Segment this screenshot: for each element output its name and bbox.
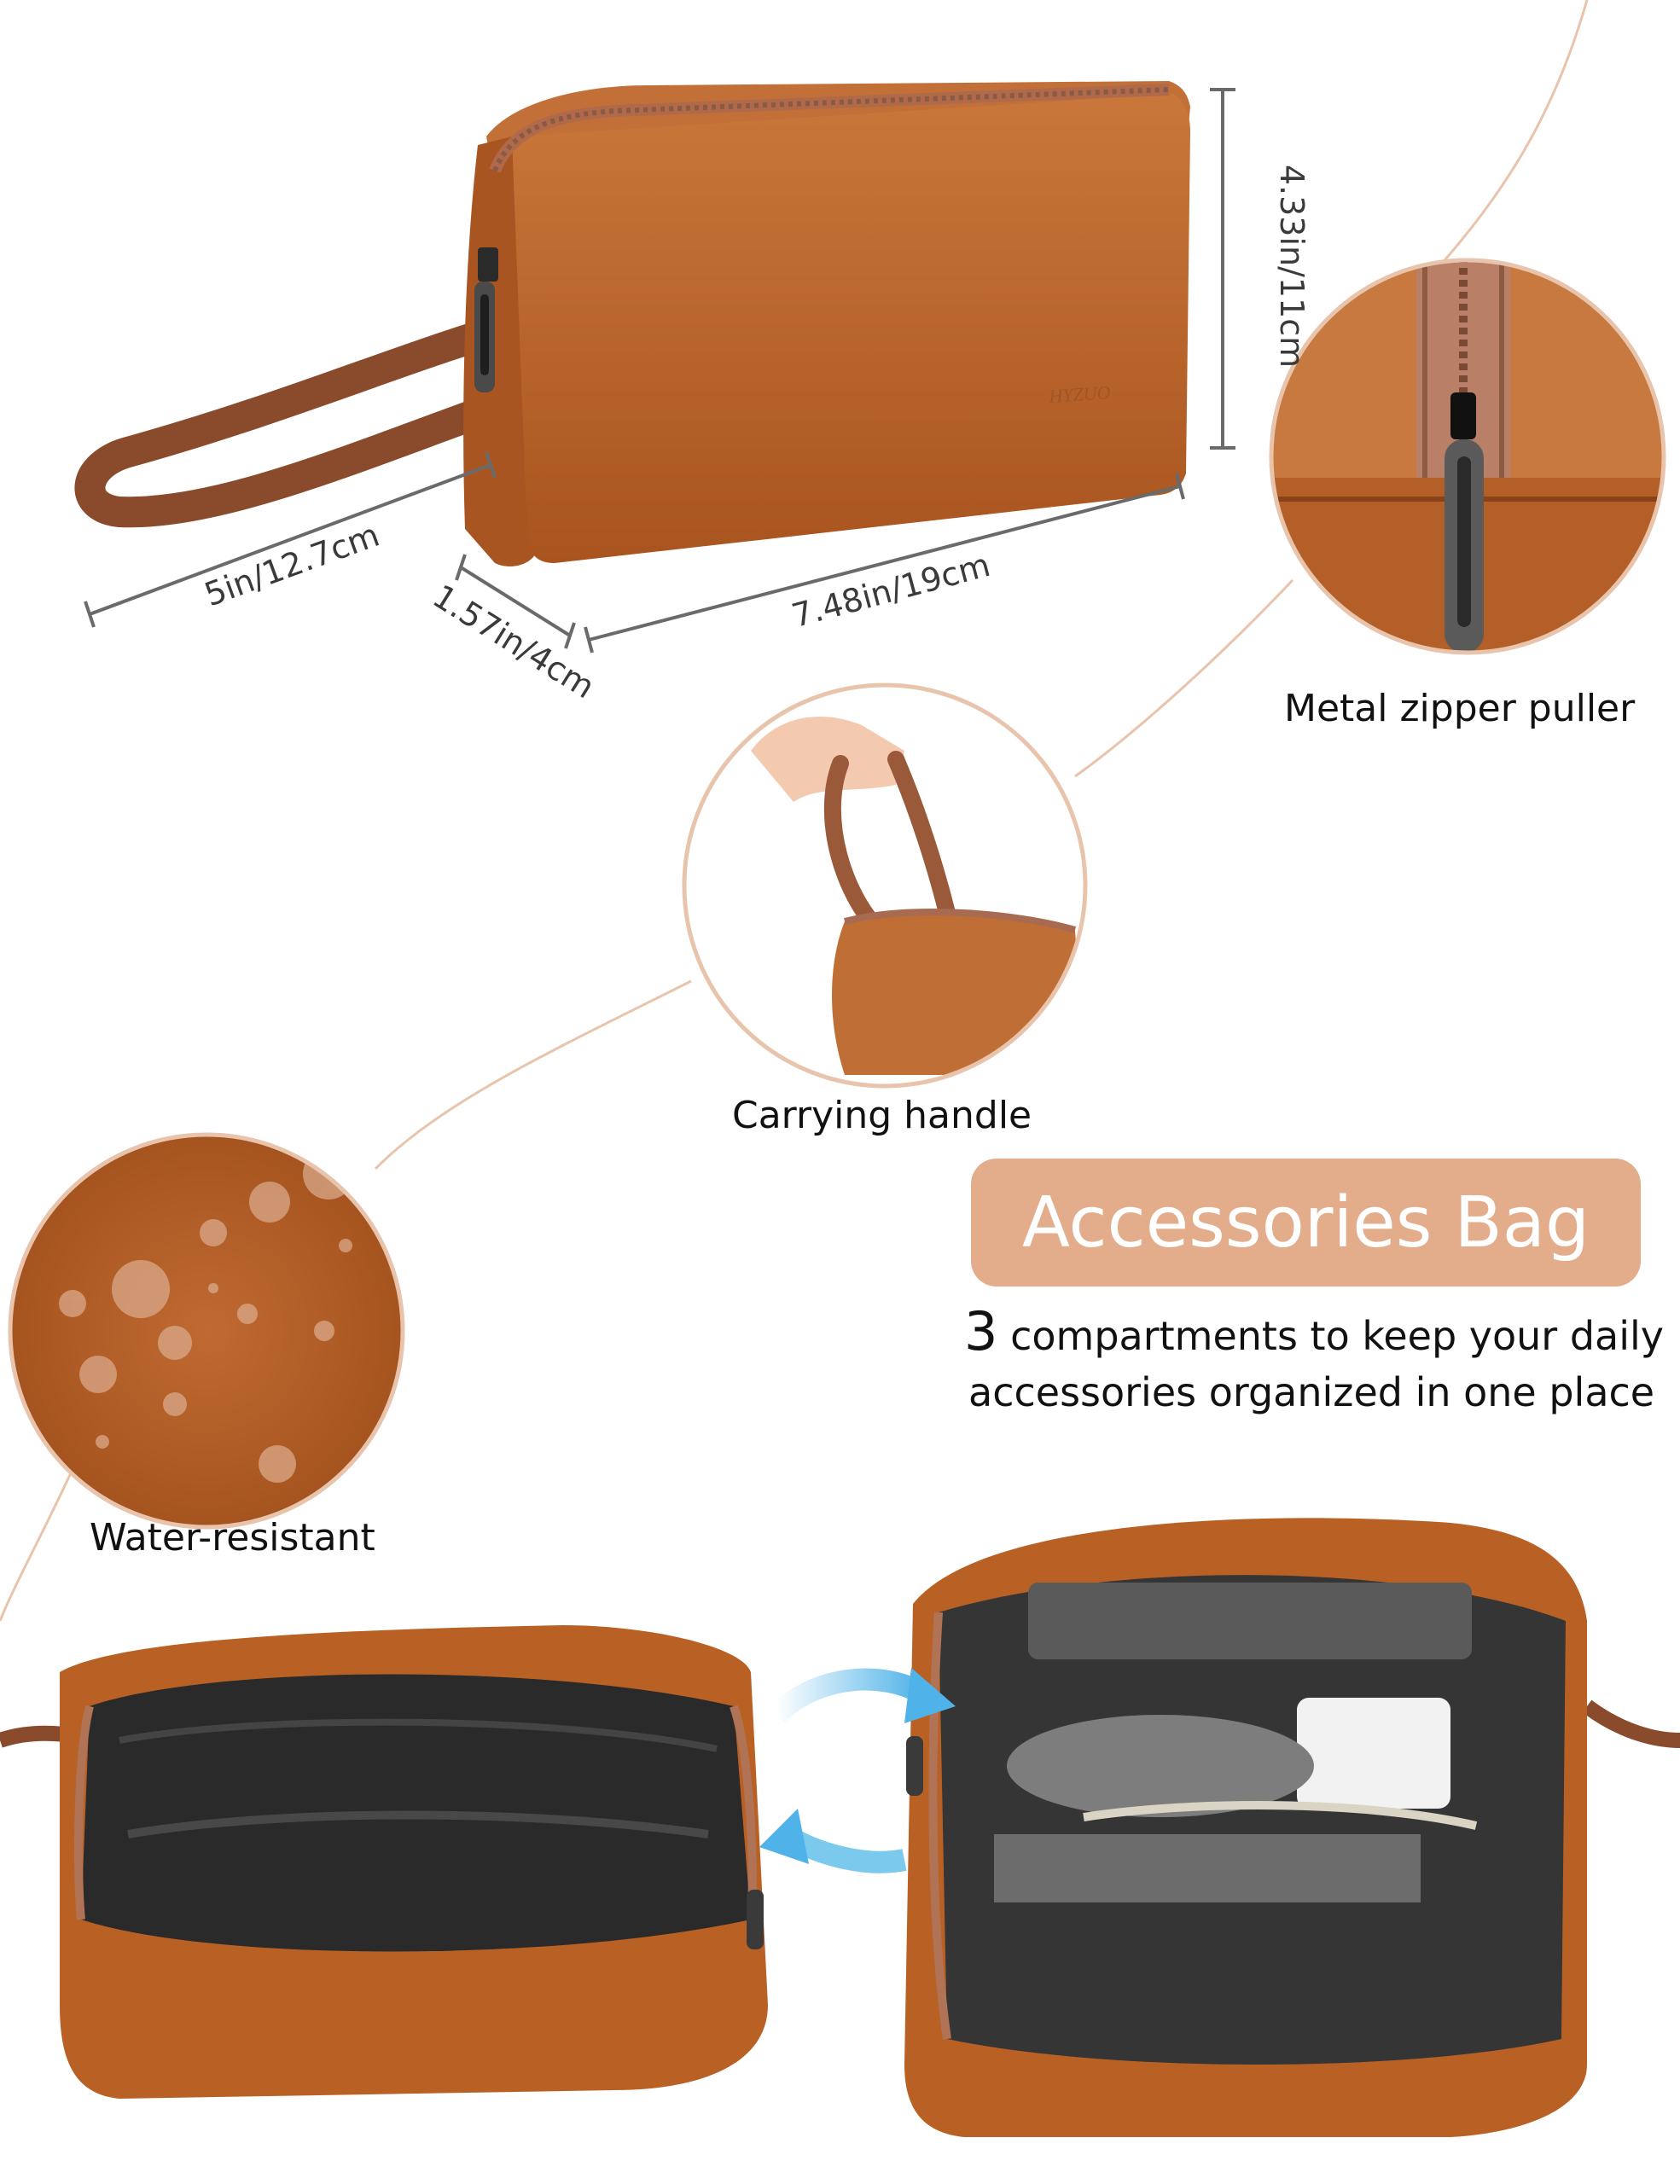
- swap-arrows-icon: [759, 1668, 956, 1873]
- zipper-feature-label: Metal zipper puller: [1284, 687, 1636, 730]
- description-line-1: compartments to keep your daily: [997, 1313, 1664, 1359]
- bag-side: [463, 136, 538, 566]
- connector-lines: [0, 0, 1589, 1622]
- water-closeup: [8, 1132, 405, 1530]
- zipper-pull-main: [474, 247, 498, 392]
- headline-description: 3 compartments to keep your daily access…: [964, 1304, 1664, 1420]
- handle-feature-label: Carrying handle: [732, 1094, 1032, 1137]
- open-bag-left: [0, 1625, 768, 2099]
- height-dimension: 4.33in/11cm: [1273, 164, 1311, 369]
- handle-closeup: [682, 682, 1088, 1089]
- bag-front: [512, 94, 1190, 563]
- dimension-lines: [84, 88, 1235, 653]
- wrist-strap: [74, 313, 527, 528]
- headline-title: Accessories Bag: [1021, 1182, 1590, 1263]
- headline-badge: Accessories Bag: [971, 1159, 1641, 1287]
- brand-mark: HYZUO: [1048, 381, 1112, 407]
- compartment-count: 3: [964, 1300, 998, 1362]
- zipper-teeth: [492, 87, 1170, 172]
- description-line-2: accessories organized in one place: [968, 1369, 1655, 1415]
- open-bag-right: [904, 1518, 1680, 2137]
- water-feature-label: Water-resistant: [90, 1516, 375, 1560]
- zipper-closeup: [1269, 258, 1666, 655]
- main-bag: HYZUO: [74, 81, 1190, 566]
